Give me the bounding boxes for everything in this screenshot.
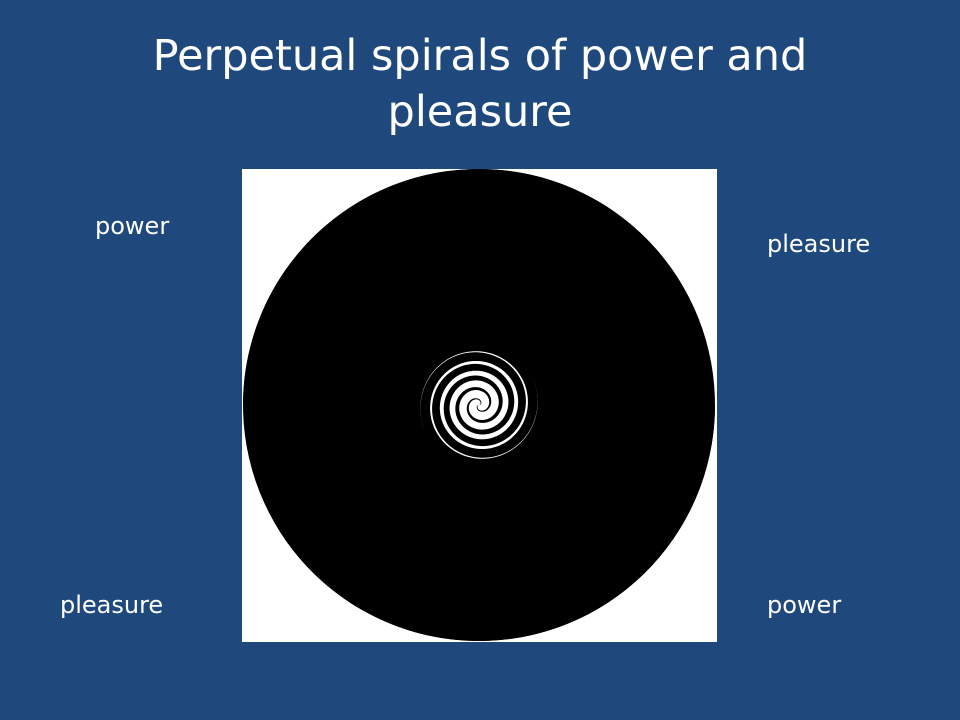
spiral-image: [242, 169, 717, 642]
spiral-illustration: [242, 169, 717, 642]
slide-title: Perpetual spirals of power and pleasure: [152, 31, 808, 137]
label-top-right: pleasure: [767, 230, 871, 258]
label-bottom-right: power: [767, 591, 842, 619]
label-bottom-left: pleasure: [60, 591, 164, 619]
spiral-arms: [243, 169, 716, 641]
label-top-left: power: [95, 212, 170, 240]
spiral-arm-2: [243, 169, 715, 641]
